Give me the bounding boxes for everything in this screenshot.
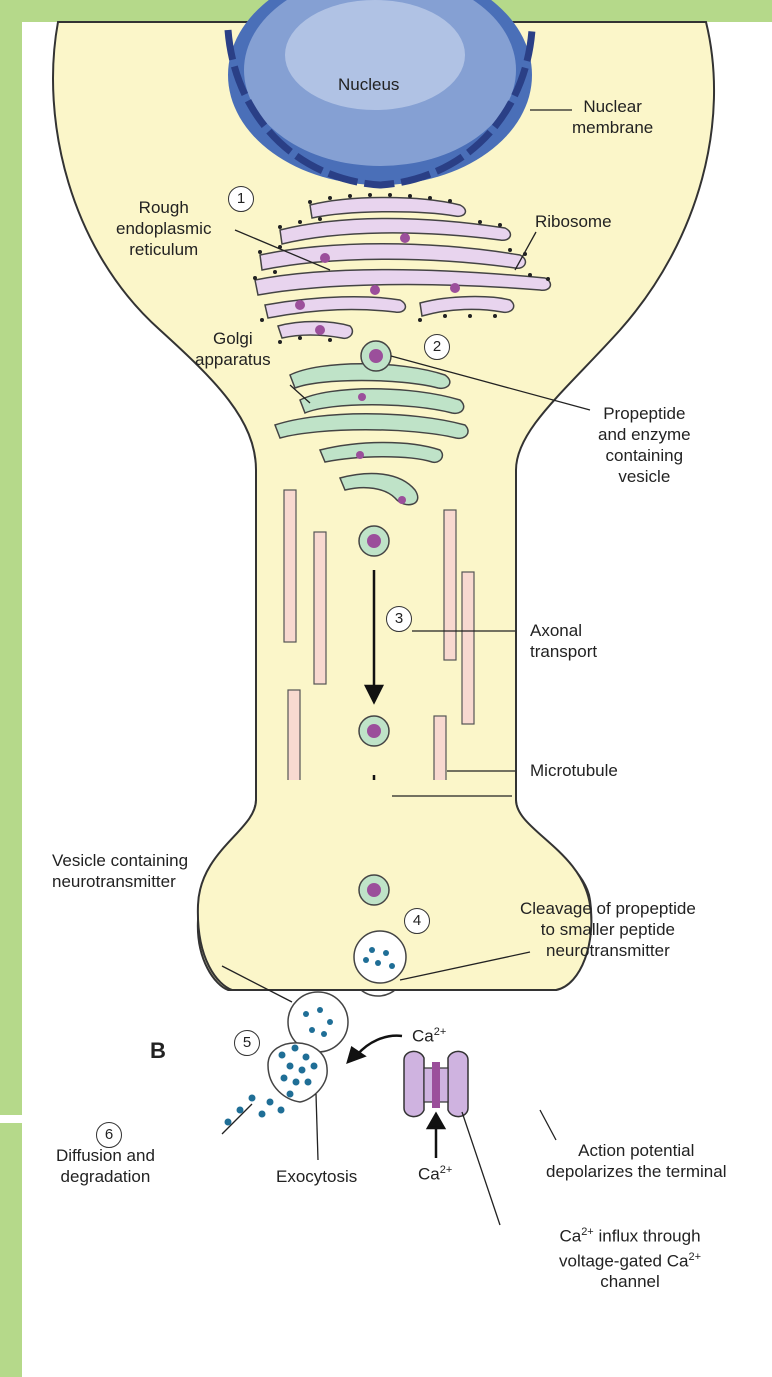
- label-propeptide-vesicle: Propeptide and enzyme containing vesicle: [598, 403, 691, 487]
- label-ca-upper: Ca2+: [412, 1022, 446, 1047]
- label-axonal-transport: Axonal transport: [530, 620, 597, 662]
- label-ribosome: Ribosome: [535, 211, 612, 232]
- influx-line-2-text: voltage-gated Ca: [559, 1251, 688, 1270]
- label-exocytosis: Exocytosis: [276, 1166, 357, 1187]
- vesicle-granule: [367, 883, 381, 897]
- influx-ca-sup: 2+: [581, 1226, 594, 1238]
- step-3-badge: 3: [386, 606, 412, 632]
- step-2-badge: 2: [424, 334, 450, 360]
- influx-line-3: channel: [500, 1271, 760, 1292]
- influx-ca-text: Ca: [559, 1227, 581, 1246]
- step-5-badge: 5: [234, 1030, 260, 1056]
- label-influx: Ca2+ influx through voltage-gated Ca2+ c…: [500, 1222, 760, 1292]
- label-vesicle-nt: Vesicle containing neurotransmitter: [52, 850, 188, 892]
- influx-line-2-sup: 2+: [688, 1251, 701, 1263]
- label-diffusion: Diffusion and degradation: [56, 1145, 155, 1187]
- label-action-potential: Action potential depolarizes the termina…: [546, 1140, 726, 1182]
- label-ca-lower: Ca2+: [418, 1160, 452, 1185]
- step-4-badge: 4: [404, 908, 430, 934]
- influx-line-1: Ca2+ influx through: [500, 1222, 760, 1247]
- step-1-badge: 1: [228, 186, 254, 212]
- influx-line-2: voltage-gated Ca2+: [500, 1247, 760, 1272]
- exocytosis-vesicle: [268, 1043, 327, 1102]
- label-nuclear-membrane: Nuclear membrane: [572, 96, 653, 138]
- ca-channel: [404, 1051, 468, 1116]
- ca-upper-text: Ca: [412, 1027, 434, 1046]
- label-cleavage: Cleavage of propeptide to smaller peptid…: [520, 898, 696, 961]
- influx-line-1-text: influx through: [598, 1227, 700, 1246]
- panel-letter: B: [150, 1038, 166, 1064]
- cleaved-vesicle: [354, 931, 406, 983]
- step-6-badge: 6: [96, 1122, 122, 1148]
- axon-join: [257, 780, 515, 820]
- label-golgi: Golgi apparatus: [195, 328, 271, 370]
- label-microtubule: Microtubule: [530, 760, 618, 781]
- label-nucleus: Nucleus: [338, 74, 399, 95]
- ca-lower-sup: 2+: [440, 1164, 453, 1176]
- released-dots: [225, 1095, 285, 1126]
- ca-upper-sup: 2+: [434, 1026, 447, 1038]
- ca-lower-text: Ca: [418, 1165, 440, 1184]
- label-rough-er: Rough endoplasmic reticulum: [116, 197, 211, 260]
